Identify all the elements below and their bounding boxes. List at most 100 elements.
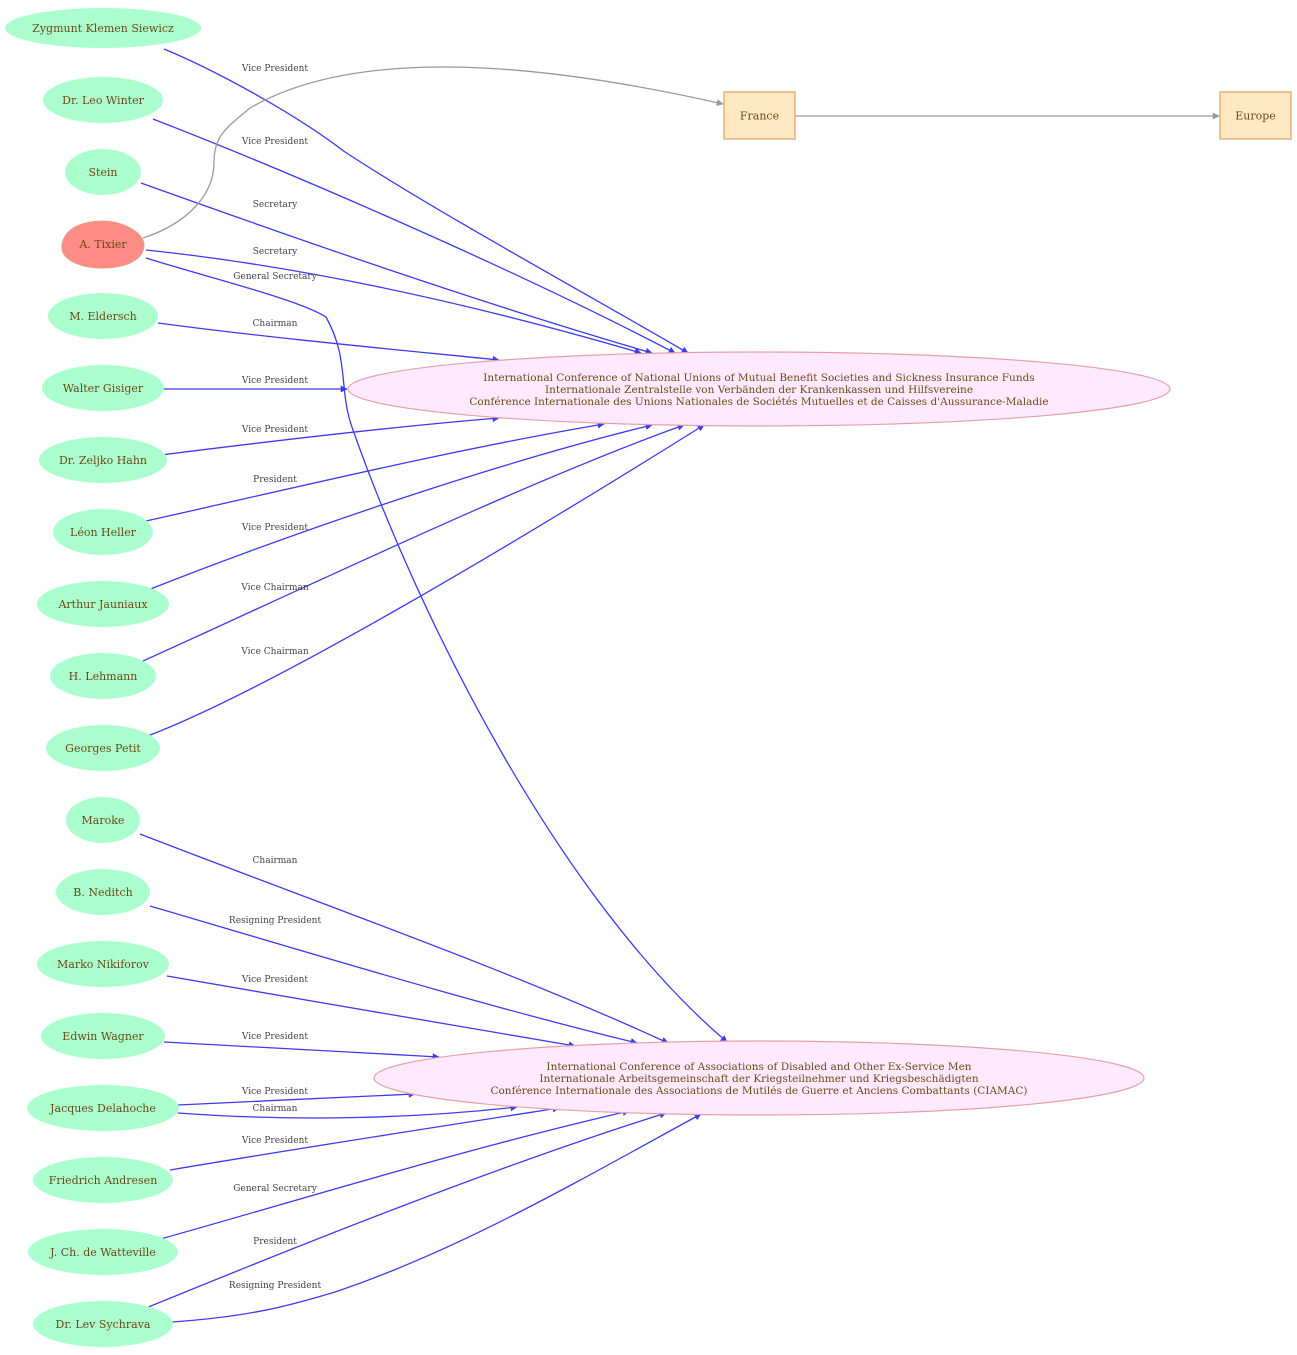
person-node-m-eldersch[interactable]: M. Eldersch	[48, 293, 158, 339]
place-node-france[interactable]: France	[723, 91, 796, 140]
organization-node-org2[interactable]: International Conference of Associations…	[373, 1040, 1145, 1116]
edge-p0-org1-vice-president	[163, 48, 689, 354]
edge-label-general-secretary: General Secretary	[233, 272, 317, 282]
person-node-georges-petit[interactable]: Georges Petit	[46, 725, 160, 771]
edge-label-resigning-president: Resigning President	[229, 1281, 322, 1291]
place-node-europe[interactable]: Europe	[1219, 91, 1292, 140]
edge-p3-org1-secretary	[145, 249, 642, 355]
person-shape	[65, 149, 141, 195]
edge-p7-org1-president	[145, 421, 605, 522]
edge-p12-org2-resigning-president	[149, 905, 638, 1045]
person-shape	[42, 365, 164, 411]
organization-name-line: Internationale Arbeitsgemeinschaft der K…	[539, 1073, 979, 1085]
organization-name-line: Internationale Zentralstelle von Verbänd…	[545, 384, 973, 396]
person-label: Friedrich Andresen	[49, 1174, 158, 1187]
edge-p11-org2-chairman	[139, 833, 669, 1044]
edge-p6-org1-vice-president	[160, 415, 500, 456]
edge-label-secretary: Secretary	[253, 247, 298, 257]
edge-p3-org2-general-secretary	[145, 257, 728, 1043]
edge-label-president: President	[253, 475, 297, 485]
person-label: J. Ch. de Watteville	[49, 1246, 156, 1259]
edge-label-vice-president: Vice President	[241, 975, 309, 985]
person-shape	[28, 1229, 178, 1275]
edge-label-vice-president: Vice President	[241, 1087, 309, 1097]
person-node-edwin-wagner[interactable]: Edwin Wagner	[41, 1013, 165, 1059]
edge-p2-org1-secretary	[140, 182, 653, 355]
person-node-marko-nikiforov[interactable]: Marko Nikiforov	[37, 941, 169, 987]
edge-label-vice-president: Vice President	[241, 137, 309, 147]
person-label: M. Eldersch	[69, 310, 137, 323]
edge-p13-org2-vice-president	[166, 975, 576, 1049]
edge-p3-france-located-in	[142, 66, 724, 239]
person-shape	[56, 869, 150, 915]
person-node-dr-lev-sychrava[interactable]: Dr. Lev Sychrava	[33, 1301, 173, 1347]
person-shape	[61, 220, 145, 269]
edge-label-secretary: Secretary	[253, 200, 298, 210]
person-node-friedrich-andresen[interactable]: Friedrich Andresen	[33, 1157, 173, 1203]
edge-label-president: President	[253, 1237, 297, 1247]
person-label: Maroke	[82, 814, 125, 827]
person-label: Walter Gisiger	[63, 382, 144, 395]
person-node-walter-gisiger[interactable]: Walter Gisiger	[42, 365, 164, 411]
organization-node-org1[interactable]: International Conference of National Uni…	[347, 351, 1171, 427]
person-node-arthur-jauniaux[interactable]: Arthur Jauniaux	[37, 581, 169, 627]
person-node-l-on-heller[interactable]: Léon Heller	[53, 509, 153, 555]
place-shape	[723, 91, 796, 140]
edge-p18-org2-resigning-president	[171, 1113, 702, 1323]
edge-label-vice-president: Vice President	[241, 1032, 309, 1042]
person-label: A. Tixier	[78, 238, 127, 251]
person-node-a-tixier[interactable]: A. Tixier	[61, 220, 145, 269]
person-shape	[5, 8, 201, 48]
edge-label-general-secretary: General Secretary	[233, 1184, 317, 1194]
edges-layer	[139, 48, 1220, 1323]
edge-p10-org1-vice-chairman	[144, 424, 705, 738]
person-label: Stein	[88, 166, 117, 179]
person-label: Zygmunt Klemen Siewicz	[32, 22, 174, 35]
edge-label-vice-president: Vice President	[241, 425, 309, 435]
person-node-maroke[interactable]: Maroke	[66, 797, 140, 843]
person-node-zygmunt-klemen-siewicz[interactable]: Zygmunt Klemen Siewicz	[5, 8, 201, 48]
person-shape	[27, 1085, 179, 1131]
edge-label-vice-president: Vice President	[241, 523, 309, 533]
person-shape	[41, 1013, 165, 1059]
edge-label-chairman: Chairman	[253, 319, 298, 329]
edge-p1-org1-vice-president	[152, 118, 676, 354]
person-label: Léon Heller	[70, 526, 137, 539]
organization-shape	[347, 351, 1171, 427]
person-label: Marko Nikiforov	[57, 958, 150, 971]
person-shape	[48, 293, 158, 339]
person-node-dr-zeljko-hahn[interactable]: Dr. Zeljko Hahn	[39, 437, 167, 483]
organization-name-line: International Conference of Associations…	[546, 1061, 971, 1073]
person-shape	[37, 941, 169, 987]
edge-label-vice-chairman: Vice Chairman	[240, 583, 309, 593]
edge-p8-org1-vice-president	[147, 423, 653, 591]
person-shape	[39, 437, 167, 483]
edge-label-vice-president: Vice President	[241, 64, 309, 74]
person-node-j-ch-de-watteville[interactable]: J. Ch. de Watteville	[28, 1229, 178, 1275]
organization-name-line: Conférence Internationale des Associatio…	[490, 1085, 1027, 1097]
edge-label-resigning-president: Resigning President	[229, 916, 322, 926]
edge-p9-org1-vice-chairman	[142, 423, 685, 662]
person-shape	[46, 725, 160, 771]
person-node-stein[interactable]: Stein	[65, 149, 141, 195]
person-node-h-lehmann[interactable]: H. Lehmann	[50, 653, 156, 699]
organization-name-line: Conférence Internationale des Unions Nat…	[469, 396, 1048, 408]
person-node-b-neditch[interactable]: B. Neditch	[56, 869, 150, 915]
edge-p4-org1-chairman	[157, 322, 500, 363]
person-label: H. Lehmann	[69, 670, 138, 683]
place-label: Europe	[1235, 110, 1276, 123]
person-node-jacques-delahoche[interactable]: Jacques Delahoche	[27, 1085, 179, 1131]
person-shape	[33, 1157, 173, 1203]
person-shape	[33, 1301, 173, 1347]
place-shape	[1219, 91, 1292, 140]
edge-label-vice-president: Vice President	[241, 376, 309, 386]
person-label: Dr. Lev Sychrava	[56, 1318, 151, 1331]
person-node-dr-leo-winter[interactable]: Dr. Leo Winter	[43, 77, 163, 123]
edge-p15-org2-chairman	[177, 1104, 518, 1119]
person-label: Edwin Wagner	[62, 1030, 144, 1043]
organization-name-line: International Conference of National Uni…	[483, 372, 1034, 384]
edge-label-vice-chairman: Vice Chairman	[240, 647, 309, 657]
